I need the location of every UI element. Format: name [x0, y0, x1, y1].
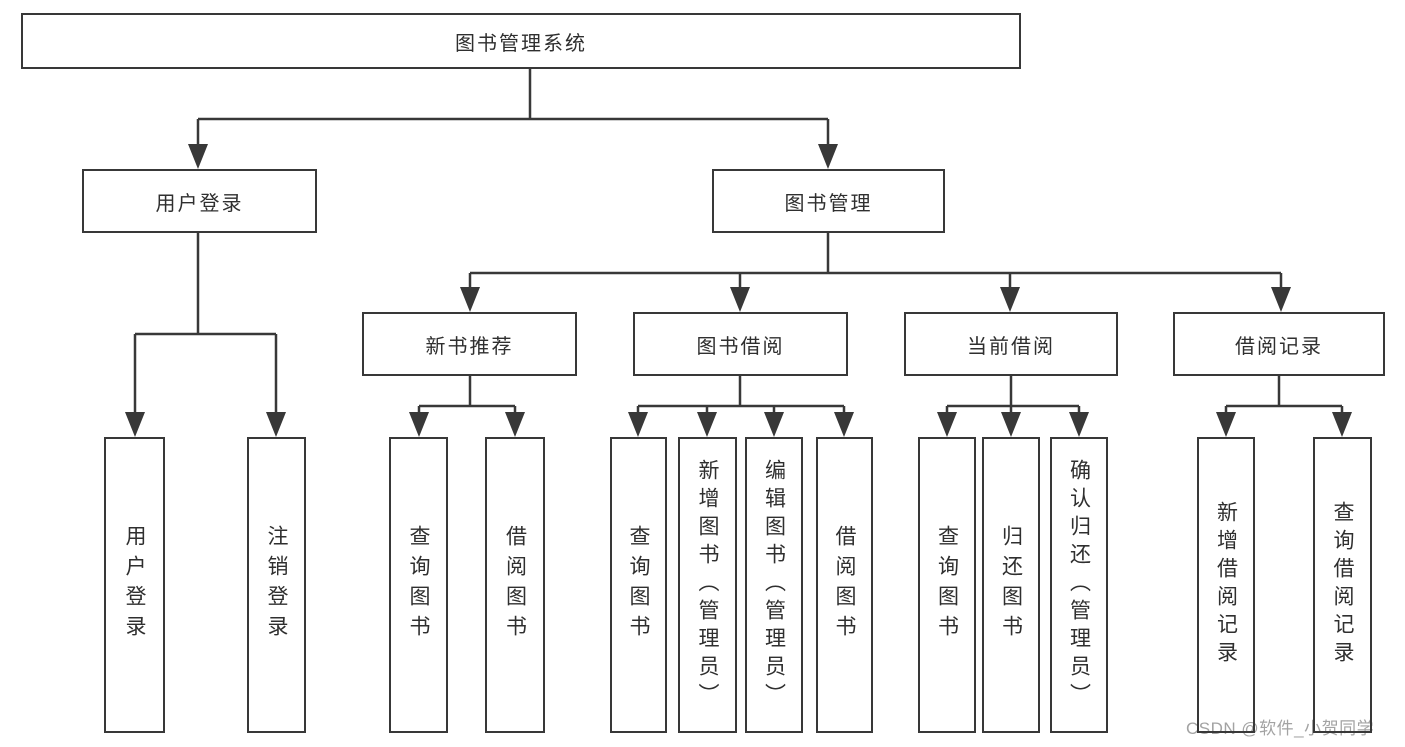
- csdn-watermark: CSDN @软件_小贺同学: [1186, 719, 1375, 738]
- leaf-borrow-books-1-label: 借阅图书: [503, 525, 527, 645]
- leaf-edit-books-admin-label: 编辑图书（管理员）: [762, 459, 786, 711]
- leaf-logout: 注销登录: [247, 437, 306, 733]
- leaf-confirm-return-admin: 确认归还（管理员）: [1050, 437, 1108, 733]
- leaf-borrow-books-1: 借阅图书: [485, 437, 545, 733]
- leaf-logout-label: 注销登录: [265, 525, 288, 645]
- leaf-query-borrow-record-label: 查询借阅记录: [1331, 501, 1354, 669]
- leaf-add-borrow-record-label: 新增借阅记录: [1214, 501, 1238, 669]
- leaf-confirm-return-admin-label: 确认归还（管理员）: [1067, 459, 1091, 711]
- node-current-borrowing: 当前借阅: [904, 312, 1118, 376]
- leaf-query-books-1: 查询图书: [389, 437, 448, 733]
- leaf-user-login: 用户登录: [104, 437, 165, 733]
- leaf-query-books-2: 查询图书: [610, 437, 667, 733]
- leaf-query-books-3: 查询图书: [918, 437, 976, 733]
- leaf-add-borrow-record: 新增借阅记录: [1197, 437, 1255, 733]
- node-root-label: 图书管理系统: [455, 32, 587, 55]
- leaf-borrow-books-2: 借阅图书: [816, 437, 873, 733]
- leaf-user-login-label: 用户登录: [123, 525, 146, 645]
- node-book-borrowing: 图书借阅: [633, 312, 848, 376]
- node-book-management-label: 图书管理: [784, 192, 873, 215]
- leaf-query-books-2-label: 查询图书: [627, 525, 650, 645]
- leaf-return-books: 归还图书: [982, 437, 1040, 733]
- node-new-book-recommend-label: 新书推荐: [425, 335, 514, 358]
- node-user-login: 用户登录: [82, 169, 317, 233]
- node-root: 图书管理系统: [21, 13, 1021, 69]
- node-borrowing-records: 借阅记录: [1173, 312, 1385, 376]
- leaf-borrow-books-2-label: 借阅图书: [833, 525, 856, 645]
- node-user-login-label: 用户登录: [155, 192, 244, 215]
- node-new-book-recommend: 新书推荐: [362, 312, 577, 376]
- node-book-borrowing-label: 图书借阅: [696, 335, 785, 358]
- leaf-return-books-label: 归还图书: [999, 525, 1023, 645]
- node-borrowing-records-label: 借阅记录: [1235, 335, 1323, 358]
- leaf-query-books-3-label: 查询图书: [935, 525, 959, 645]
- node-book-management: 图书管理: [712, 169, 945, 233]
- leaf-add-books-admin: 新增图书（管理员）: [678, 437, 737, 733]
- leaf-query-borrow-record: 查询借阅记录: [1313, 437, 1372, 733]
- arrowheads: [125, 144, 1352, 437]
- node-current-borrowing-label: 当前借阅: [967, 335, 1055, 358]
- leaf-add-books-admin-label: 新增图书（管理员）: [696, 459, 719, 711]
- leaf-edit-books-admin: 编辑图书（管理员）: [745, 437, 803, 733]
- leaf-query-books-1-label: 查询图书: [407, 525, 430, 645]
